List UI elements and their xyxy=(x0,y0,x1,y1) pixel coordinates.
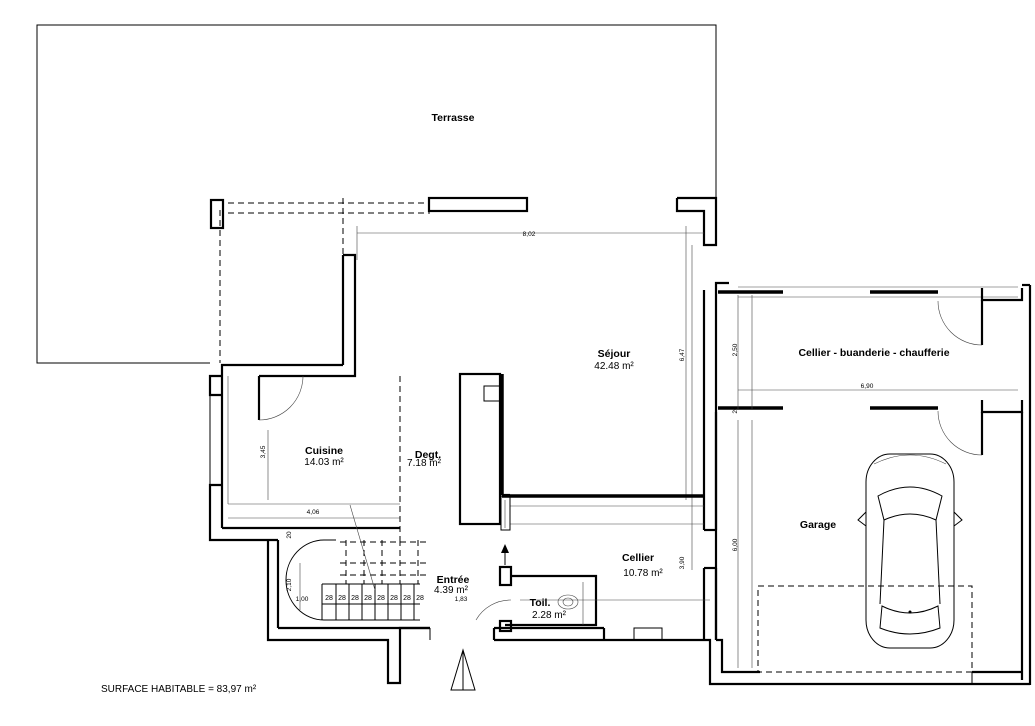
staircase xyxy=(285,504,430,621)
toilet-walls xyxy=(475,565,598,633)
dim-stair-small: 1,00 xyxy=(296,596,309,603)
dim-entree-width: 1,83 xyxy=(455,596,468,603)
stair-step-label: 28 xyxy=(325,595,333,602)
stair-step-label: 28 xyxy=(338,595,346,602)
dim-cellier-height: 3,90 xyxy=(679,556,686,569)
dim-cuisine-height: 3,45 xyxy=(260,445,267,458)
room-name-sejour: Séjour xyxy=(598,348,631,360)
dim-buanderie-height: 2,50 xyxy=(732,343,739,356)
car-icon xyxy=(857,453,963,649)
dim-stair-offset: 20 xyxy=(286,531,293,539)
room-labels: Terrasse Séjour 42.48 m² Cuisine 14.03 m… xyxy=(304,112,949,621)
entrance-arrow xyxy=(501,544,509,565)
stair-step-labels: 28 28 28 28 28 28 28 28 xyxy=(325,595,424,602)
room-area-entree: 4.39 m² xyxy=(434,585,469,596)
room-area-cellier: 10.78 m² xyxy=(623,568,663,579)
buanderie-walls xyxy=(714,281,1024,456)
stair-step-label: 28 xyxy=(351,595,359,602)
room-name-terrasse: Terrasse xyxy=(431,112,474,124)
terrasse-area xyxy=(36,24,717,364)
room-name-toil: Toil. xyxy=(530,597,551,609)
room-name-garage: Garage xyxy=(800,519,836,531)
cuisine-walls xyxy=(208,374,401,542)
room-name-cellier: Cellier xyxy=(622,552,654,564)
dim-garage-height: 6,00 xyxy=(732,538,739,551)
room-name-buanderie: Cellier - buanderie - chaufferie xyxy=(798,347,949,359)
stair-step-label: 28 xyxy=(403,595,411,602)
room-name-cuisine: Cuisine xyxy=(305,445,343,457)
degagement-walls xyxy=(458,372,704,531)
room-area-cuisine: 14.03 m² xyxy=(304,457,344,468)
surface-habitable-label: SURFACE HABITABLE = 83,97 m² xyxy=(101,684,257,695)
stair-step-label: 28 xyxy=(364,595,372,602)
dim-buanderie-offset: 20 xyxy=(732,406,739,414)
stair-step-label: 28 xyxy=(416,595,424,602)
dim-sejour-height: 6,47 xyxy=(679,348,686,361)
room-area-degt: 7.18 m² xyxy=(407,458,442,469)
garage-walls xyxy=(704,283,1032,686)
room-area-toil: 2.28 m² xyxy=(532,610,567,621)
stair-step-label: 28 xyxy=(377,595,385,602)
dim-buanderie-width: 6,90 xyxy=(861,383,874,390)
lower-walls xyxy=(266,540,710,691)
room-area-sejour: 42.48 m² xyxy=(594,361,634,372)
dimension-labels: 8,02 6,47 2,50 6,90 3,45 4,06 3,90 6,00 … xyxy=(260,231,874,603)
room-name-degt: Degt. xyxy=(415,449,441,461)
dim-sejour-width: 8,02 xyxy=(523,231,536,238)
room-name-entree: Entrée xyxy=(437,574,470,586)
dim-stair-height: 2,10 xyxy=(286,578,293,591)
stair-step-label: 28 xyxy=(390,595,398,602)
dim-cuisine-width: 4,06 xyxy=(307,509,320,516)
